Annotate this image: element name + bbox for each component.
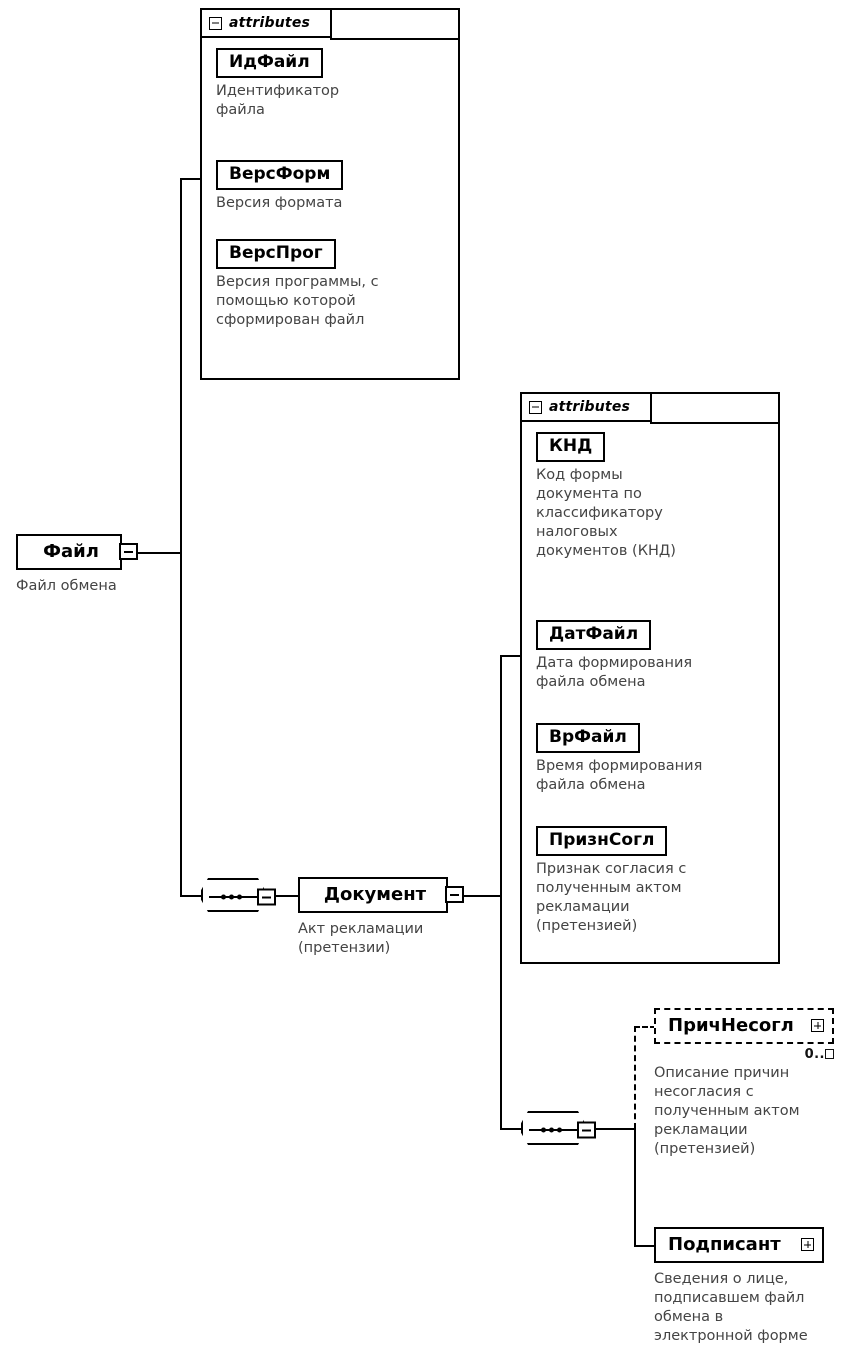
node-file-description: Файл обмена [16, 578, 117, 594]
attributes-group-2: attributes [520, 392, 780, 964]
attribute-priznsogl: ПризнСогл Признак согласия с полученным … [536, 826, 771, 936]
plus-box-icon[interactable] [811, 1019, 824, 1032]
attribute-versprog-chip[interactable]: ВерсПрог [216, 239, 339, 272]
sequence-compositor-2[interactable] [521, 1111, 597, 1150]
connector-sequence2-to-trunk3 [596, 1128, 636, 1130]
node-document-collapse-icon[interactable] [445, 886, 464, 903]
node-podpisant-label: Подписант [668, 1233, 781, 1255]
attributes-group-1-header[interactable]: attributes [200, 8, 332, 38]
attribute-priznsogl-chip[interactable]: ПризнСогл [536, 826, 671, 859]
connector-trunk3-to-prichnesogl [634, 1026, 656, 1028]
attribute-priznsogl-description: Признак согласия с полученным актом рекл… [536, 861, 687, 934]
sequence-1-dots [221, 894, 242, 900]
attribute-vrfile: ВрФайл Время формирования файла обмена [536, 723, 771, 795]
connector-trunk-to-sequence-1 [180, 895, 202, 897]
attributes-group-2-header[interactable]: attributes [520, 392, 652, 422]
connector-trunk2-to-attributes-2 [500, 655, 522, 657]
sequence-2-dots [541, 1127, 562, 1133]
plus-box-icon[interactable] [801, 1238, 814, 1251]
connector-trunk2-to-sequence-2 [500, 1128, 522, 1130]
sequence-2-handle-icon[interactable] [577, 1121, 596, 1139]
attribute-knd: КНД Код формы документа по классификатор… [536, 432, 771, 561]
minus-box-icon[interactable] [209, 16, 222, 30]
attribute-versprog-description: Версия программы, с помощью которой сфор… [216, 274, 379, 328]
node-file-box[interactable]: Файл [16, 534, 126, 574]
trunk-document-vertical [500, 655, 502, 1129]
attribute-knd-chip[interactable]: КНД [536, 432, 609, 465]
node-file: Файл Файл обмена [16, 534, 196, 596]
node-document-description: Акт рекламации (претензии) [298, 921, 424, 956]
attribute-datfile: ДатФайл Дата формирования файла обмена [536, 620, 771, 692]
minus-box-icon[interactable] [529, 400, 542, 414]
trunk-children-vertical-required [634, 1128, 636, 1245]
node-podpisant-box[interactable]: Подписант [654, 1227, 828, 1267]
cardinality-value: 0.. [804, 1047, 825, 1062]
node-prichnesogl-label: ПричНесогл [668, 1014, 794, 1036]
attribute-versform-chip[interactable]: ВерсФорм [216, 160, 347, 193]
node-prichnesogl-cardinality: 0.. [654, 1047, 834, 1062]
connector-trunk3-to-podpisant [634, 1245, 656, 1247]
node-document-box[interactable]: Документ [298, 877, 452, 917]
connector-file-to-trunk [118, 552, 182, 554]
node-podpisant-description: Сведения о лице, подписавшем файл обмена… [654, 1271, 808, 1344]
node-document-label: Документ [323, 883, 427, 905]
sequence-compositor-1[interactable] [201, 878, 277, 917]
trunk-children-vertical-optional [634, 1026, 636, 1129]
node-prichnesogl-box[interactable]: ПричНесогл [654, 1008, 838, 1048]
attribute-datfile-description: Дата формирования файла обмена [536, 655, 693, 690]
attribute-datfile-chip[interactable]: ДатФайл [536, 620, 655, 653]
attribute-vrfile-description: Время формирования файла обмена [536, 758, 703, 793]
node-document: Документ Акт рекламации (претензии) [298, 877, 498, 958]
attributes-group-1-label: attributes [229, 15, 311, 31]
sequence-1-handle-icon[interactable] [257, 888, 276, 906]
attribute-versform: ВерсФорм Версия формата [216, 160, 446, 213]
node-prichnesogl-description: Описание причин несогласия с полученным … [654, 1065, 800, 1157]
attributes-group-2-notch-top [650, 422, 780, 424]
node-file-label: Файл [43, 540, 99, 562]
node-file-collapse-icon[interactable] [119, 543, 138, 560]
attribute-versform-description: Версия формата [216, 195, 343, 211]
attribute-idfile: ИдФайл Идентификатор файла [216, 48, 446, 120]
attribute-knd-description: Код формы документа по классификатору на… [536, 467, 676, 559]
connector-trunk-to-attributes-1 [180, 178, 202, 180]
node-podpisant: Подписант Сведения о лице, подписавшем ф… [654, 1227, 866, 1346]
attribute-idfile-description: Идентификатор файла [216, 83, 340, 118]
attribute-vrfile-chip[interactable]: ВрФайл [536, 723, 643, 756]
trunk-file-vertical [180, 178, 182, 896]
node-prichnesogl: ПричНесогл 0.. Описание причин несогласи… [654, 1008, 866, 1159]
attributes-group-1-notch-top [330, 38, 460, 40]
connector-sequence1-to-document [276, 895, 300, 897]
attributes-group-2-label: attributes [549, 399, 631, 415]
attribute-versprog: ВерсПрог Версия программы, с помощью кот… [216, 239, 446, 330]
connector-document-to-trunk2 [448, 895, 502, 897]
attribute-idfile-chip[interactable]: ИдФайл [216, 48, 326, 81]
infinity-box-glyph [825, 1049, 834, 1059]
